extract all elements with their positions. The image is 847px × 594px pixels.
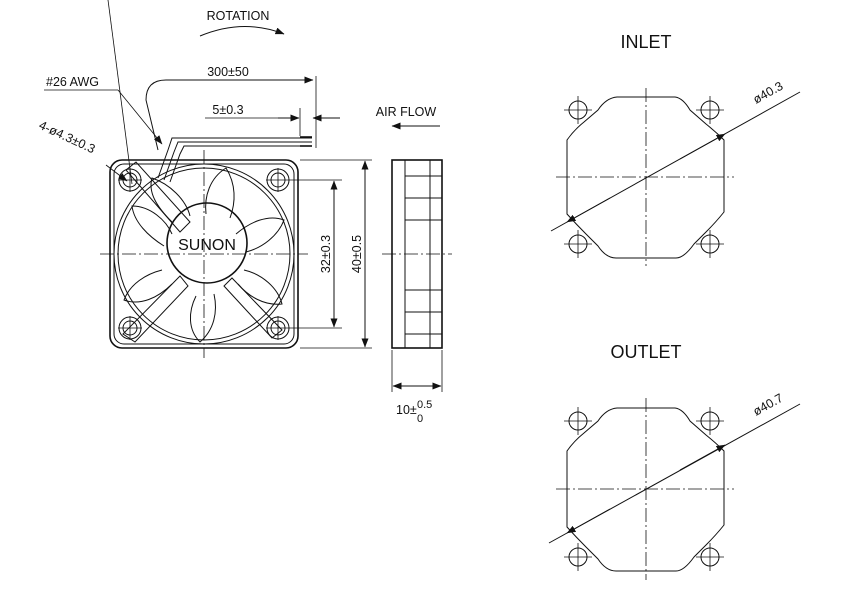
lead-length-label: 300±50	[207, 65, 249, 79]
fan-blade	[131, 205, 173, 247]
hole-spec-leader-stub	[107, 0, 133, 185]
frame-outline	[109, 159, 299, 349]
outlet-diameter-arrow-top	[679, 444, 726, 471]
inlet-diameter-label: ø40.3	[751, 79, 786, 107]
dimension-frame-size: 40±0.5	[300, 159, 372, 349]
wire-gauge-leader	[117, 89, 163, 145]
outlet-view: OUTLET ø40.7	[548, 342, 801, 580]
hole-spec-label: 4-ø4.3±0.3	[37, 118, 98, 156]
dimension-strip-length: 5±0.3	[205, 103, 340, 136]
outlet-diameter-arrow-bottom	[566, 508, 611, 534]
fan-blade	[190, 293, 216, 343]
dimension-thickness: 10± 0.5 0	[391, 350, 443, 425]
fan-blade	[235, 217, 285, 253]
hub-circle	[166, 202, 248, 284]
fan-blade	[237, 269, 283, 305]
spoke-bottom-right	[223, 277, 283, 339]
inlet-diameter-arrow-top	[679, 133, 726, 160]
inlet-title: INLET	[620, 32, 671, 52]
inlet-view: INLET ø40.3	[550, 32, 801, 266]
strip-length-label: 5±0.3	[212, 103, 243, 117]
fan-blade	[205, 167, 235, 219]
mounting-holes	[118, 168, 290, 340]
fan-front-view: SUNON	[100, 136, 312, 358]
lead-wires	[157, 136, 312, 183]
frame-size-label: 40±0.5	[350, 235, 364, 273]
fan-blade	[150, 177, 191, 223]
lead-wire	[157, 137, 312, 179]
dimension-lead-length: 300±50	[145, 65, 317, 151]
hole-spacing-label: 32±0.3	[319, 235, 333, 273]
brand-logo: SUNON	[178, 237, 236, 254]
fan-blades	[123, 167, 285, 343]
spoke-bottom-left	[122, 275, 189, 343]
outlet-outline	[566, 407, 725, 572]
thickness-lower-tolerance: 0	[417, 413, 423, 425]
rotation-label: ROTATION	[207, 9, 270, 23]
air-flow-label: AIR FLOW	[376, 105, 437, 119]
dimension-hole-spacing: 32±0.3	[290, 179, 342, 329]
rotation-arrow	[199, 26, 285, 37]
spoke-top-left	[125, 161, 191, 233]
fan-side-view	[382, 159, 452, 349]
thickness-main-label: 10±	[396, 403, 417, 417]
thickness-upper-tolerance: 0.5	[417, 399, 432, 411]
lead-length-dim-line	[145, 79, 312, 151]
hole-spec-leader	[105, 164, 128, 182]
air-flow-indicator: AIR FLOW	[376, 105, 440, 130]
wire-gauge-callout: #26 AWG	[44, 75, 163, 145]
fan-blade	[123, 269, 173, 303]
inlet-outline	[566, 96, 725, 259]
lead-wire	[163, 141, 312, 181]
rotation-indicator: ROTATION	[199, 9, 285, 37]
inlet-diameter-arrow-bottom	[566, 197, 611, 223]
hole-spec-callout: 4-ø4.3±0.3	[37, 0, 133, 185]
outlet-title: OUTLET	[610, 342, 681, 362]
wire-gauge-label: #26 AWG	[46, 75, 99, 89]
